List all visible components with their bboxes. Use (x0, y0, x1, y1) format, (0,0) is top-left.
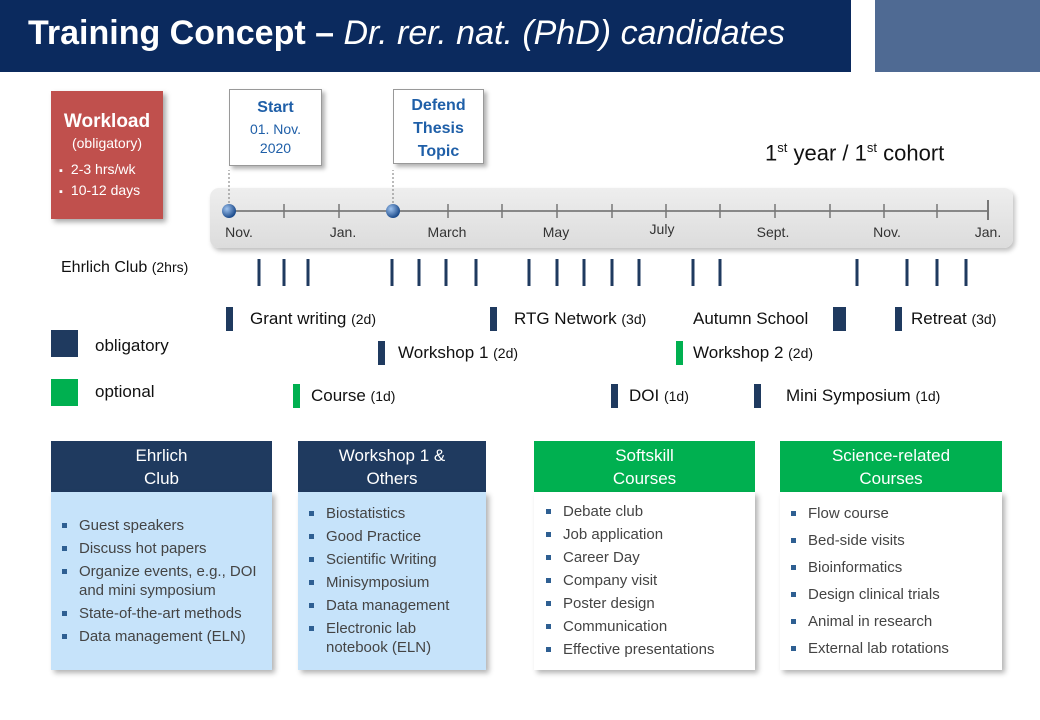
list-item: Bioinformatics (791, 558, 993, 577)
start-callout: Start 01. Nov. 2020 (229, 89, 322, 166)
start-date-line1: 01. Nov. (249, 121, 302, 137)
grant-writing-marker (226, 307, 233, 331)
legend-optional-label: optional (95, 382, 155, 401)
month-label: Jan. (974, 224, 1002, 240)
doi-marker (611, 384, 618, 408)
list-item: Electronic lab notebook (ELN) (309, 619, 476, 657)
list-item: Biostatistics (309, 504, 476, 523)
month-label: Nov. (225, 224, 253, 240)
workshop1-marker (378, 341, 385, 365)
list-item: Good Practice (309, 527, 476, 546)
defend-callout: Defend Thesis Topic (393, 89, 484, 164)
event-rtg-network: RTG Network (3d) (514, 309, 647, 328)
retreat-marker (895, 307, 902, 331)
legend-obligatory-swatch (51, 330, 78, 357)
page-title: Training Concept – Dr. rer. nat. (PhD) c… (28, 14, 785, 53)
panel-softskill-body: Debate club Job application Career Day C… (534, 492, 755, 670)
list-item: Guest speakers (62, 516, 264, 535)
start-title: Start (257, 99, 294, 116)
ehrlich-club-row-label: Ehrlich Club (2hrs) (61, 259, 189, 276)
workload-title: Workload (63, 111, 151, 132)
list-item: Design clinical trials (791, 585, 993, 604)
event-course: Course (1d) (311, 386, 396, 405)
panel-ehrlich-club-body: Guest speakers Discuss hot papers Organi… (51, 492, 272, 670)
month-label: May (542, 224, 570, 240)
legend-obligatory-label: obligatory (95, 336, 169, 355)
list-item: Company visit (546, 571, 748, 590)
workload-item: 2-3 hrs/wk (59, 161, 140, 177)
list-item: Scientific Writing (309, 550, 476, 569)
defend-marker (386, 204, 400, 218)
title-main: Training Concept – (28, 14, 344, 52)
list-item: Discuss hot papers (62, 539, 264, 558)
title-bar (0, 0, 851, 72)
panel-workshop-header: Workshop 1 &Others (298, 441, 486, 492)
event-grant-writing: Grant writing (2d) (250, 309, 377, 328)
list-item: Poster design (546, 594, 748, 613)
list-item: Debate club (546, 502, 748, 521)
event-autumn-school: Autumn School (693, 309, 809, 328)
workload-subtitle: (obligatory) (71, 135, 143, 151)
list-item: Career Day (546, 548, 748, 567)
month-label: Jan. (329, 224, 357, 240)
workload-list: 2-3 hrs/wk 10-12 days (59, 161, 140, 203)
list-item: Minisymposium (309, 573, 476, 592)
mini-symposium-marker (754, 384, 761, 408)
defend-line2: Thesis (413, 120, 464, 137)
month-label: March (427, 224, 467, 240)
list-item: Animal in research (791, 612, 993, 631)
defend-line1: Defend (411, 97, 466, 114)
list-item: Data management (ELN) (62, 627, 264, 646)
course-marker (293, 384, 300, 408)
list-item: Flow course (791, 504, 993, 523)
autumn-school-marker (833, 307, 846, 331)
start-marker (222, 204, 236, 218)
list-item: Effective presentations (546, 640, 748, 659)
rtg-network-marker (490, 307, 497, 331)
month-label: Nov. (873, 224, 901, 240)
event-workshop-1: Workshop 1 (2d) (398, 343, 519, 362)
list-item: Communication (546, 617, 748, 636)
legend-optional-swatch (51, 379, 78, 406)
workshop2-marker (676, 341, 683, 365)
list-item: Data management (309, 596, 476, 615)
panel-workshop-body: Biostatistics Good Practice Scientific W… (298, 492, 486, 670)
event-doi: DOI (1d) (629, 386, 689, 405)
corner-accent-box (875, 0, 1040, 72)
event-retreat: Retreat (3d) (911, 309, 997, 328)
month-label: July (649, 221, 675, 237)
start-date-line2: 2020 (259, 140, 292, 156)
workload-box: Workload (obligatory) 2-3 hrs/wk 10-12 d… (51, 91, 163, 219)
title-subtitle: Dr. rer. nat. (PhD) candidates (343, 14, 786, 52)
month-label: Sept. (756, 224, 790, 240)
list-item: Organize events, e.g., DOI and mini symp… (62, 562, 264, 600)
defend-line3: Topic (417, 143, 460, 160)
list-item: External lab rotations (791, 639, 993, 658)
event-workshop-2: Workshop 2 (2d) (693, 343, 814, 362)
list-item: Bed-side visits (791, 531, 993, 550)
panel-science-body: Flow course Bed-side visits Bioinformati… (780, 492, 1002, 670)
workload-item: 10-12 days (59, 182, 140, 198)
list-item: State-of-the-art methods (62, 604, 264, 623)
event-mini-symposium: Mini Symposium (1d) (786, 386, 941, 405)
cohort-label: 1st year / 1st cohort (765, 140, 945, 166)
list-item: Job application (546, 525, 748, 544)
